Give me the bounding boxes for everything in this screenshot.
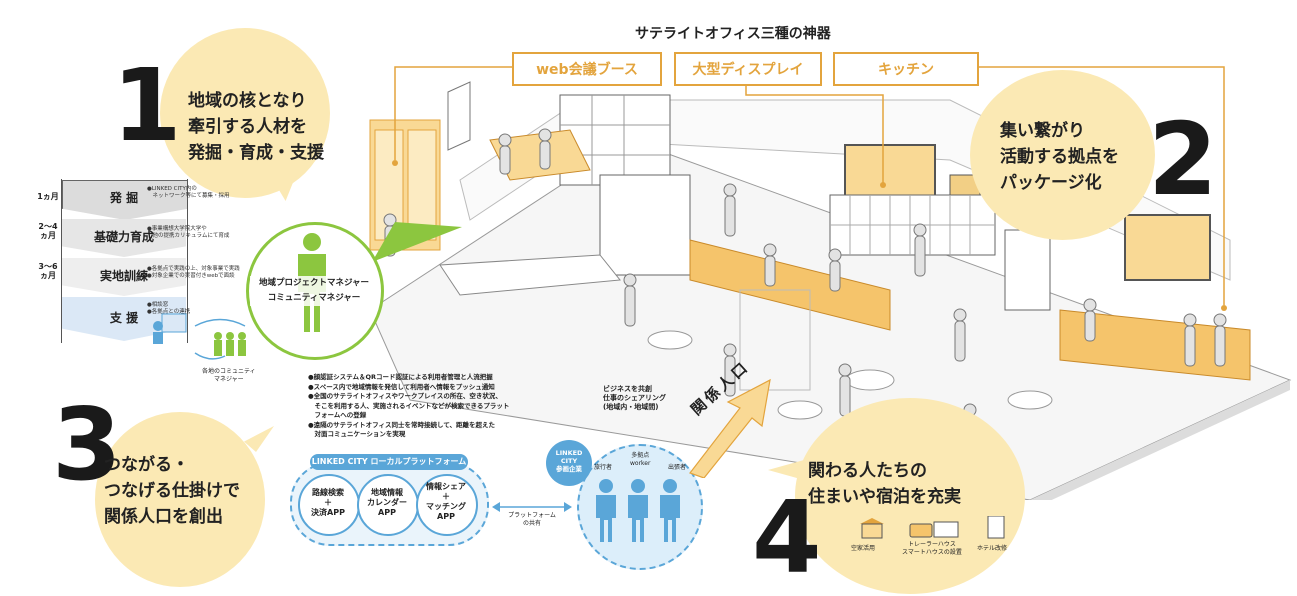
platform-title: LINKED CITY ローカルプラットフォーム <box>310 454 468 470</box>
manager-label: 地域プロジェクトマネジャー コミュニティマネジャー <box>250 276 378 306</box>
section2-number: 2 <box>1148 101 1218 218</box>
label-business-trip: 出張者 <box>668 464 687 471</box>
step-desc-4: ●相談窓●各拠点との連携 <box>147 302 191 315</box>
app-route: 路線検索＋決済APP <box>311 488 345 517</box>
community-label: 各地のコミュニティマネジャー <box>202 368 256 383</box>
section2-text: 集い繋がり 活動する拠点を パッケージ化 <box>1000 121 1119 193</box>
section3-bubble <box>95 412 265 587</box>
hotel-icon-label: ホテル改修 <box>977 545 1008 552</box>
section2-bubble <box>970 70 1155 240</box>
equip-large-display: 大型ディスプレイ <box>674 52 822 86</box>
equip-web-booth: web会議ブース <box>512 52 662 86</box>
step-desc-2: ●事業構想大学院大学や 他の提携カリキュラムにて育成 <box>147 226 230 239</box>
label-traveler: 旅行者 <box>594 464 613 471</box>
section4-text: 関わる人たちの 住まいや宿泊を充実 <box>808 461 961 507</box>
business-text: ビジネスを共創仕事のシェアリング(地域内・地域間) <box>603 385 666 411</box>
section1-bubble <box>160 28 330 198</box>
office-illustration <box>369 81 1292 500</box>
app-matching-circle <box>416 474 478 536</box>
section1-text: 地域の核となり 牽引する人材を 発掘・育成・支援 <box>188 91 324 163</box>
people-icons <box>596 479 680 542</box>
equipment-title: サテライトオフィス三種の神器 <box>635 26 831 42</box>
section4-bubble <box>795 398 1025 594</box>
step-desc-3: ●各拠点で実践の上、対象事業で実践●対象企業での実習付きwebで面談 <box>147 266 240 279</box>
share-arrow <box>492 502 572 512</box>
step-practice: 実地訓練 <box>62 258 186 296</box>
support-illustration <box>153 313 246 360</box>
housing-icons <box>860 516 1005 539</box>
large-display-2 <box>1124 214 1211 281</box>
relationship-arrow <box>689 378 771 478</box>
trailer-icon-label: トレーラーハウス スマートハウスの設置 <box>902 541 962 556</box>
section3-text: つながる・ つなげる仕掛けで 関係人口を創出 <box>104 455 240 527</box>
step-support: 支 援 <box>62 297 186 341</box>
month-3: 3〜6ヵ月 <box>38 262 58 280</box>
step-desc-1: ●LINKED CITY内の ネットワーク等にて募集・採用 <box>147 186 230 199</box>
month-2: 2〜4ヵ月 <box>38 222 58 240</box>
section3-number: 3 <box>52 386 122 503</box>
steps-outline <box>61 179 188 343</box>
equip-kitchen: キッチン <box>833 52 979 86</box>
step-basic: 基礎力育成 <box>62 219 186 257</box>
share-label: プラットフォームの共有 <box>508 512 556 527</box>
house-icon-label: 空家活用 <box>851 545 876 552</box>
app-calendar-circle <box>357 474 419 536</box>
section1-number: 1 <box>112 47 182 164</box>
section4-number: 4 <box>752 479 822 596</box>
month-1: 1ヵ月 <box>37 192 59 201</box>
kitchen-counter <box>689 239 891 331</box>
platform-features: ●顔認証システム＆QRコード認証による利用者管理と人流把握 ●スペース内で地域情… <box>308 373 510 438</box>
